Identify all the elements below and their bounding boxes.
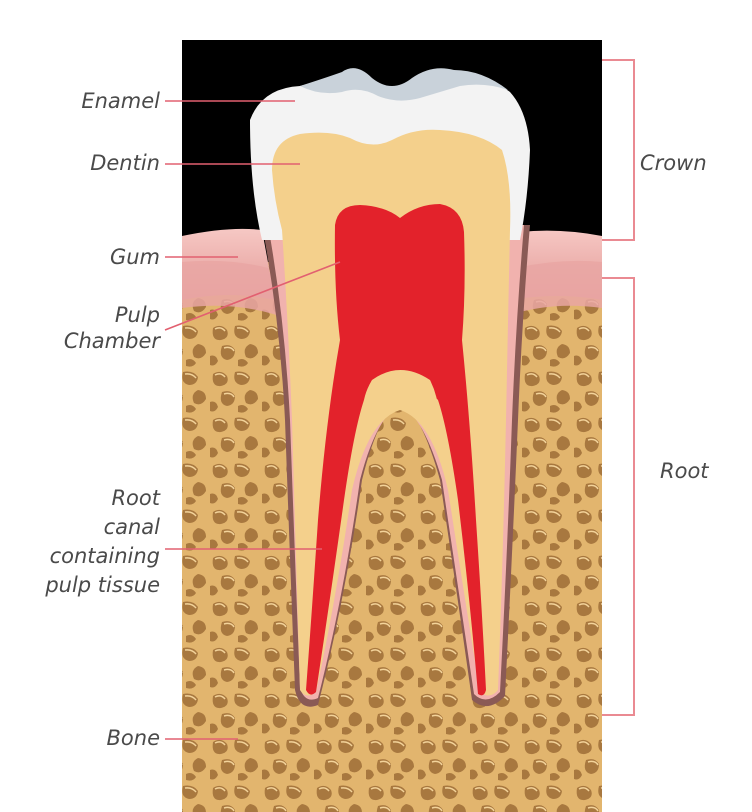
leader-lines [164, 100, 341, 740]
label-pulp-chamber-line-2: Chamber [63, 329, 160, 353]
label-root-canal-line-1: Root [111, 486, 160, 510]
label-pulp-chamber: Pulp Chamber [64, 302, 160, 354]
label-dentin: Dentin [90, 151, 160, 175]
label-enamel: Enamel [81, 89, 160, 113]
label-bone: Bone [106, 726, 160, 750]
label-gum: Gum [109, 245, 160, 269]
brackets [602, 59, 635, 716]
root-bracket [602, 277, 635, 716]
label-root: Root [660, 459, 709, 483]
pulp-chamber-leader [164, 261, 341, 331]
label-pulp-chamber-line-1: Pulp [114, 303, 160, 327]
crown-bracket [602, 59, 635, 241]
label-root-canal-line-2: canal [103, 515, 160, 539]
label-root-canal-line-3: containing [49, 544, 160, 568]
label-root-canal-line-4: pulp tissue [45, 573, 160, 597]
label-crown: Crown [640, 151, 707, 175]
label-root-canal: Root canal containing pulp tissue [45, 484, 160, 600]
pulp [306, 204, 486, 696]
